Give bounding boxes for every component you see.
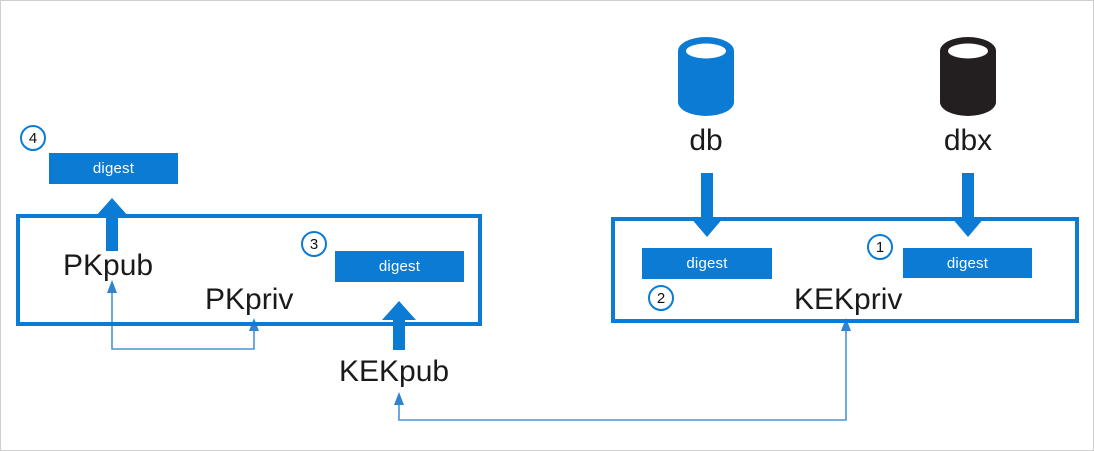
store-label-dbx: dbx <box>943 124 993 157</box>
pk-key-box <box>16 214 482 326</box>
digest-chip-dbx: digest <box>903 248 1032 278</box>
step-badge-1: 1 <box>867 234 893 260</box>
digest-chip-db: digest <box>642 248 772 279</box>
pkpub-to-digest-arrow-icon <box>95 198 129 251</box>
digest-chip-pkpub: digest <box>49 153 178 184</box>
kekpriv-label: KEKpriv <box>794 283 903 316</box>
db-database-cylinder-icon <box>678 37 734 116</box>
pkpriv-label: PKpriv <box>205 283 294 316</box>
pkpub-label: PKpub <box>63 249 154 282</box>
dbx-to-digest-arrow-icon <box>951 173 985 237</box>
db-to-digest-arrow-icon <box>690 173 724 237</box>
step-badge-3: 3 <box>301 231 327 257</box>
store-label-db: db <box>689 124 723 157</box>
dbx-database-cylinder-icon <box>940 37 996 116</box>
kekpub-label: KEKpub <box>339 355 450 388</box>
step-badge-4: 4 <box>20 125 46 151</box>
digest-chip-kekpub: digest <box>335 251 464 282</box>
kekpriv-signs-kekpub-connector <box>394 318 851 421</box>
kek-key-box <box>611 217 1079 323</box>
step-badge-2: 2 <box>648 285 674 311</box>
